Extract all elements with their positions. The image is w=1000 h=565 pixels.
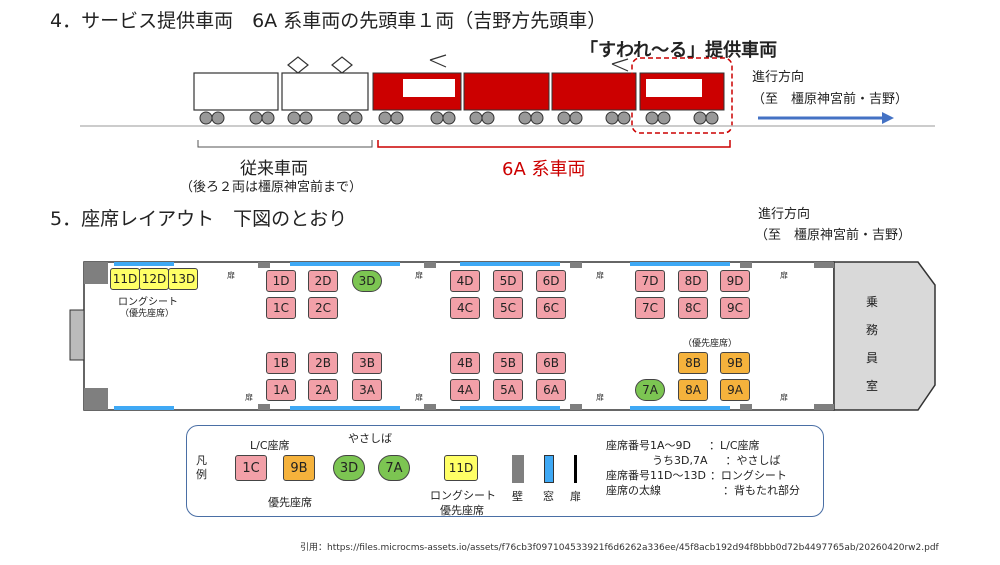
legend-gentle-seat-3d: 3D bbox=[333, 455, 365, 481]
seat-6b[interactable]: 6B bbox=[536, 352, 566, 374]
legend-door-label: 扉 bbox=[570, 490, 581, 503]
seat-2b[interactable]: 2B bbox=[308, 352, 338, 374]
long-seat-13d[interactable]: 13D bbox=[168, 268, 198, 290]
legend-box bbox=[186, 425, 824, 517]
seat-2c[interactable]: 2C bbox=[308, 297, 338, 319]
legend-gentle-label: やさしば bbox=[348, 432, 392, 445]
priority-label: （優先座席） bbox=[683, 339, 738, 349]
seat-8d[interactable]: 8D bbox=[678, 270, 708, 292]
door-label: 扉 bbox=[780, 271, 788, 280]
seat-1b[interactable]: 1B bbox=[266, 352, 296, 374]
legend-long-sub: 優先座席 bbox=[440, 504, 484, 517]
seat-3a[interactable]: 3A bbox=[352, 379, 382, 401]
direction-label-2: 進行方向 bbox=[758, 207, 811, 222]
direction-label: 進行方向 bbox=[752, 70, 805, 85]
legend-note-row: うち3D,7A：やさしば bbox=[652, 454, 781, 467]
seat-7d[interactable]: 7D bbox=[635, 270, 665, 292]
long-seat-11d[interactable]: 11D bbox=[110, 268, 140, 290]
seat-5b[interactable]: 5B bbox=[493, 352, 523, 374]
legend-wall-swatch bbox=[512, 455, 524, 483]
seat-6d[interactable]: 6D bbox=[536, 270, 566, 292]
seat-7a[interactable]: 7A bbox=[635, 379, 665, 401]
legend-long-label: ロングシート bbox=[430, 489, 496, 502]
legend-notes: 座席番号1A～9D：L/C座席 うち3D,7A：やさしば 座席番号11D～13D… bbox=[606, 438, 800, 498]
seat-4d[interactable]: 4D bbox=[450, 270, 480, 292]
legend-note-row: 座席番号11D～13D：ロングシート bbox=[606, 469, 787, 482]
highlight-label: 「すわれ～る」提供車両 bbox=[580, 40, 778, 61]
seat-5c[interactable]: 5C bbox=[493, 297, 523, 319]
section4-title: 4．サービス提供車両 6A 系車両の先頭車１両（吉野方先頭車） bbox=[50, 10, 607, 32]
seat-1d[interactable]: 1D bbox=[266, 270, 296, 292]
seat-4b[interactable]: 4B bbox=[450, 352, 480, 374]
legend-long-seat: 11D bbox=[444, 455, 478, 481]
seat-8b[interactable]: 8B bbox=[678, 352, 708, 374]
crew-room-char: 室 bbox=[866, 379, 879, 393]
old-cars-note: （後ろ２両は橿原神宮前まで） bbox=[180, 180, 363, 195]
seat-4c[interactable]: 4C bbox=[450, 297, 480, 319]
long-seat-sub: （優先座席） bbox=[120, 309, 175, 319]
door-label: 扉 bbox=[415, 271, 423, 280]
seat-7c[interactable]: 7C bbox=[635, 297, 665, 319]
long-seat-12d[interactable]: 12D bbox=[139, 268, 169, 290]
seat-5d[interactable]: 5D bbox=[493, 270, 523, 292]
legend-note-row: 座席の太線：背もたれ部分 bbox=[606, 484, 800, 497]
seat-6c[interactable]: 6C bbox=[536, 297, 566, 319]
door-label: 扉 bbox=[780, 393, 788, 402]
crew-room: 乗 務 員 室 bbox=[866, 288, 880, 400]
legend-note-row: 座席番号1A～9D：L/C座席 bbox=[606, 439, 760, 452]
seat-9b[interactable]: 9B bbox=[720, 352, 750, 374]
seat-9d[interactable]: 9D bbox=[720, 270, 750, 292]
seat-3d[interactable]: 3D bbox=[352, 270, 382, 292]
legend-priority-label: 優先座席 bbox=[268, 496, 312, 509]
legend-lc-seat: 1C bbox=[235, 455, 267, 481]
legend-wall-label: 壁 bbox=[512, 490, 523, 503]
seat-6a[interactable]: 6A bbox=[536, 379, 566, 401]
train-diagram bbox=[80, 54, 935, 148]
crew-room-char: 務 bbox=[866, 323, 879, 337]
legend-gentle-seat-7a: 7A bbox=[378, 455, 410, 481]
crew-room-char: 乗 bbox=[866, 295, 879, 309]
section5-title: 5．座席レイアウト 下図のとおり bbox=[50, 208, 348, 230]
seat-3b[interactable]: 3B bbox=[352, 352, 382, 374]
legend-window-label: 窓 bbox=[543, 490, 554, 503]
seat-2d[interactable]: 2D bbox=[308, 270, 338, 292]
legend-side-label: 凡 例 bbox=[196, 454, 207, 481]
direction-dest: （至 橿原神宮前・吉野） bbox=[752, 92, 909, 107]
direction-dest-2: （至 橿原神宮前・吉野） bbox=[755, 228, 912, 243]
seat-2a[interactable]: 2A bbox=[308, 379, 338, 401]
legend-window-swatch bbox=[544, 455, 554, 483]
door-label: 扉 bbox=[245, 393, 253, 402]
citation[interactable]: 引用：https://files.microcms-assets.io/asse… bbox=[300, 543, 939, 553]
seat-1a[interactable]: 1A bbox=[266, 379, 296, 401]
new-cars-label: 6A 系車両 bbox=[502, 159, 586, 180]
legend-lc-label: L/C座席 bbox=[250, 439, 290, 452]
seat-9a[interactable]: 9A bbox=[720, 379, 750, 401]
seat-4a[interactable]: 4A bbox=[450, 379, 480, 401]
door-label: 扉 bbox=[227, 271, 235, 280]
seat-5a[interactable]: 5A bbox=[493, 379, 523, 401]
legend-door-swatch bbox=[574, 455, 577, 483]
door-label: 扉 bbox=[596, 393, 604, 402]
crew-room-char: 員 bbox=[866, 351, 879, 365]
legend-priority-seat: 9B bbox=[283, 455, 315, 481]
seat-9c[interactable]: 9C bbox=[720, 297, 750, 319]
door-label: 扉 bbox=[596, 271, 604, 280]
old-cars-label: 従来車両 bbox=[240, 159, 308, 179]
seat-1c[interactable]: 1C bbox=[266, 297, 296, 319]
seat-8a[interactable]: 8A bbox=[678, 379, 708, 401]
door-label: 扉 bbox=[415, 393, 423, 402]
seat-8c[interactable]: 8C bbox=[678, 297, 708, 319]
long-seat-label: ロングシート bbox=[118, 297, 178, 308]
